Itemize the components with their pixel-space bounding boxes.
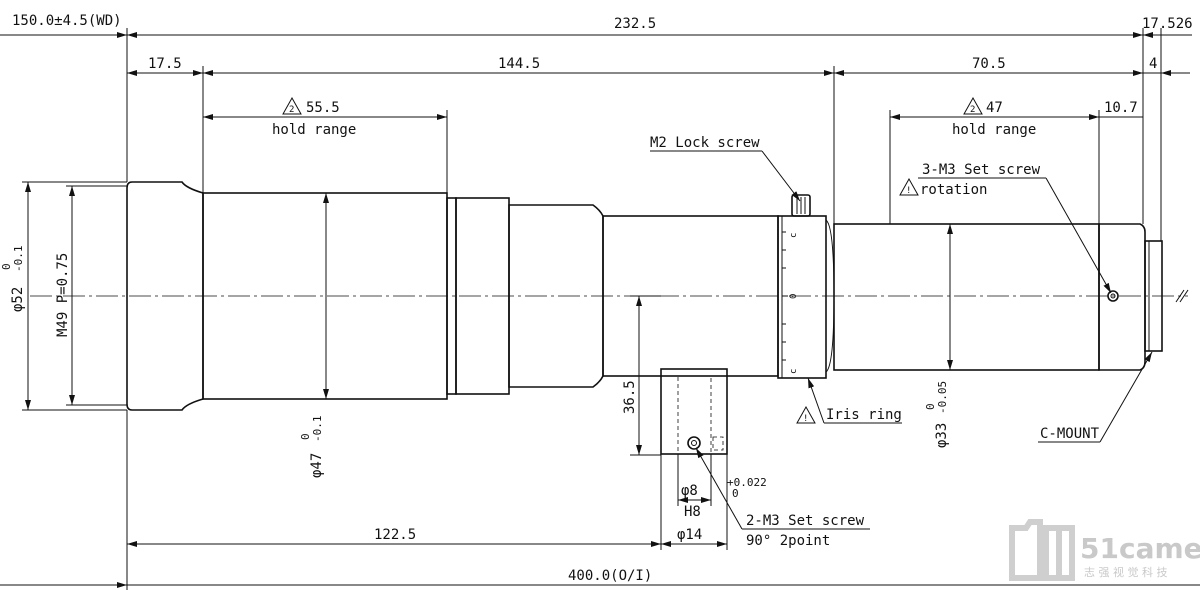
bottom-overall: 400.0(O/I)	[0, 410, 1200, 590]
callouts: M2 Lock screw 3-M3 Set screw ! rotation …	[650, 135, 1153, 549]
label-3-m3-set-screw: 3-M3 Set screw	[922, 162, 1041, 178]
iris-ring-body	[777, 215, 827, 379]
dim-bore-tol-upper: +0.022	[727, 476, 767, 489]
label-hold-range-front: hold range	[272, 122, 356, 138]
dim-rear-offset: 10.7	[1104, 100, 1138, 116]
watermark-logo: 51camera 志 强 视 觉 科 技	[1009, 519, 1200, 581]
label-rotation: rotation	[920, 182, 987, 198]
warning-triangle-rotation: !	[899, 177, 919, 196]
dim-bore-diameter: φ8	[681, 483, 698, 499]
diameter-dimensions: φ52 0 -0.1 M49 P=0.75 φ47 0 -0.1 φ33 0 -…	[0, 181, 953, 478]
dim-rear-hold-range: 47	[986, 100, 1003, 116]
support-post-bore-hidden	[677, 375, 712, 455]
front-hood	[126, 181, 204, 411]
iris-scale: 0 c c	[782, 231, 799, 374]
rear-barrel	[833, 223, 1100, 371]
dim-rear-diameter: φ33	[934, 423, 950, 448]
rear-set-screw-hole-inner	[1110, 293, 1116, 299]
svg-text:!: !	[803, 414, 808, 424]
lock-screw-knob	[791, 194, 811, 217]
svg-text:2: 2	[289, 105, 294, 115]
dim-support-height: 36.5	[622, 380, 638, 414]
barrel-taper	[508, 204, 604, 388]
dim-working-distance: 150.0±4.5(WD)	[12, 13, 122, 29]
label-c-mount: C-MOUNT	[1040, 426, 1100, 442]
support-set-screw-hole	[687, 436, 701, 450]
axis-break-mark-2	[1179, 289, 1189, 303]
dim-front-hold-range: 55.5	[306, 100, 340, 116]
dim-rear-diameter-tol-upper: 0	[924, 403, 937, 410]
dim-body-diameter-tol-lower: -0.1	[311, 416, 324, 443]
dim-front-diameter-tol-upper: 0	[0, 263, 13, 270]
watermark-brand: 51camera	[1080, 532, 1200, 565]
dim-support-position: 122.5	[374, 527, 416, 543]
watermark-tagline: 志 强 视 觉 科 技	[1084, 565, 1167, 579]
support-dimensions: 36.5 φ8 +0.022 0 H8 φ14 122.5	[127, 295, 767, 550]
dim-rear-flange: 17.526	[1142, 16, 1193, 32]
iris-scale-mark-bottom: c	[789, 369, 799, 374]
rear-step	[1098, 223, 1146, 371]
axis-break-mark-1	[1175, 289, 1185, 303]
dim-overall-top: 232.5	[614, 16, 656, 32]
label-hold-range-rear: hold range	[952, 122, 1036, 138]
dim-rear-segment: 70.5	[972, 56, 1006, 72]
label-m2-lock-screw: M2 Lock screw	[650, 135, 760, 151]
dim-front-diameter-tol-lower: -0.1	[12, 246, 25, 273]
dim-support-width: φ14	[677, 527, 702, 543]
warning-triangle-rear: 2	[963, 96, 983, 115]
dim-overall-total: 400.0(O/I)	[568, 568, 652, 584]
dim-body-diameter: φ47	[309, 453, 325, 478]
dim-bore-fit: H8	[684, 504, 701, 520]
camera-logo-icon	[1009, 519, 1075, 581]
lens-body	[126, 181, 1163, 455]
svg-text:2: 2	[970, 105, 975, 115]
label-iris-ring: Iris ring	[826, 407, 902, 423]
warning-triangle-iris: !	[796, 405, 816, 424]
support-side-thread	[712, 436, 724, 451]
dim-body-diameter-tol-upper: 0	[299, 433, 312, 440]
label-90-2point: 90° 2point	[746, 533, 830, 549]
iris-scale-mark-top: c	[789, 233, 799, 238]
rear-set-screw-hole	[1107, 290, 1119, 302]
iris-scale-zero: 0	[789, 294, 799, 299]
dim-thread: M49 P=0.75	[55, 253, 71, 337]
dim-rear-diameter-tol-lower: -0.05	[936, 381, 949, 414]
support-post-cap	[660, 368, 728, 377]
dim-mount-segment: 4	[1149, 56, 1157, 72]
top-dimensions: 150.0±4.5(WD) 232.5 17.526 17.5 144.5 70…	[0, 13, 1193, 241]
dim-front-diameter: φ52	[10, 287, 26, 312]
warning-triangle-front: 2	[282, 96, 302, 115]
label-2-m3-set-screw: 2-M3 Set screw	[746, 513, 865, 529]
dim-front-segment: 17.5	[148, 56, 182, 72]
dim-middle-segment: 144.5	[498, 56, 540, 72]
c-mount-thread	[1144, 240, 1163, 352]
support-set-screw-hole-inner	[691, 440, 697, 446]
support-post	[660, 368, 728, 455]
svg-text:!: !	[906, 186, 911, 196]
dim-bore-tol-lower: 0	[732, 487, 739, 500]
